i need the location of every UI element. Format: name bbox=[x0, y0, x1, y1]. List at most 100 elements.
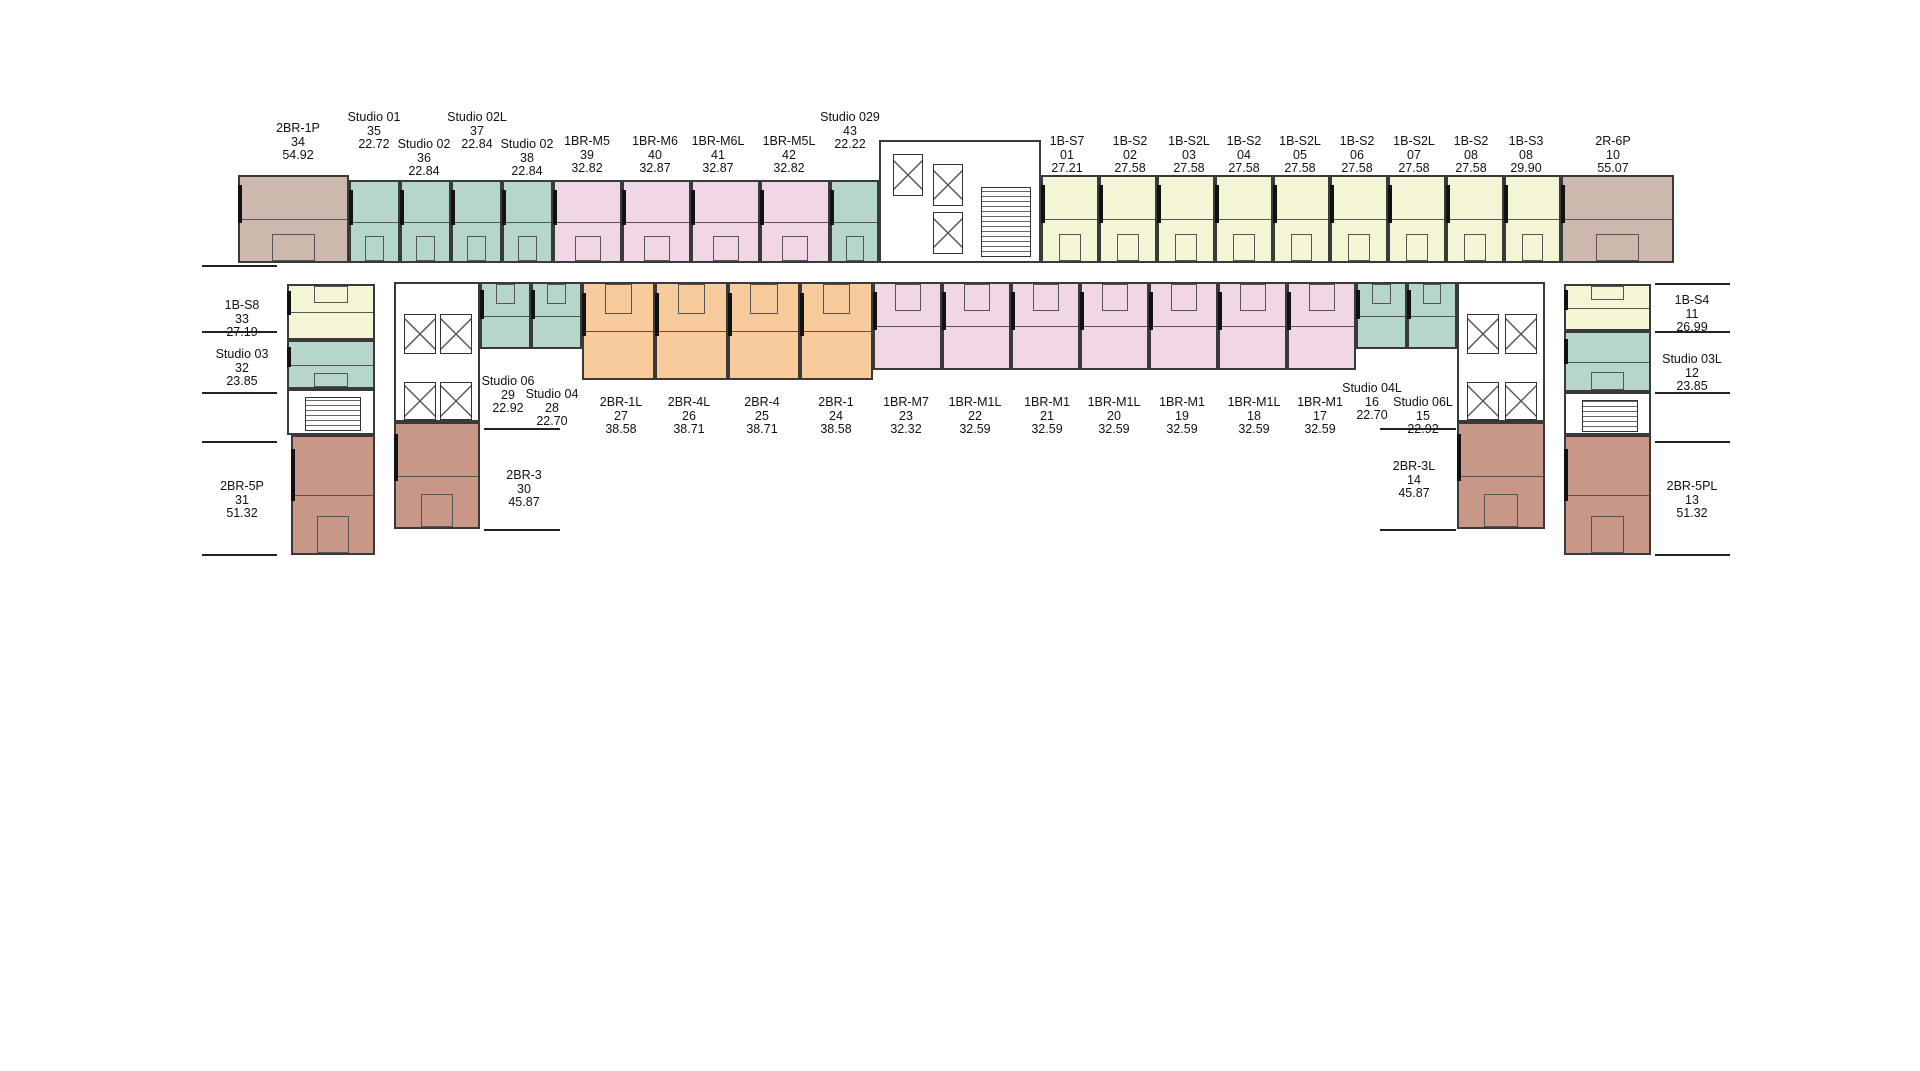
unit-type: 1BR-M6L bbox=[691, 134, 745, 148]
unit-14-2br-3l[interactable] bbox=[1457, 422, 1545, 529]
unit-18-1br-m1l[interactable] bbox=[1218, 282, 1287, 370]
unit-39-1br-m5[interactable] bbox=[553, 180, 622, 263]
room-partition bbox=[1159, 219, 1213, 220]
room-partition bbox=[1566, 495, 1649, 496]
unit-05-1b-s2l[interactable] bbox=[1273, 175, 1330, 263]
unit-29-studio-06[interactable] bbox=[480, 282, 531, 349]
party-wall bbox=[655, 293, 659, 336]
room-partition bbox=[289, 364, 373, 366]
unit-01-1b-s7[interactable] bbox=[1041, 175, 1099, 263]
unit-02-1b-s2[interactable] bbox=[1099, 175, 1157, 263]
unit-25-2br-4[interactable] bbox=[728, 282, 800, 380]
party-wall bbox=[1041, 185, 1045, 224]
party-wall bbox=[1215, 185, 1219, 224]
unit-06-1b-s2[interactable] bbox=[1330, 175, 1388, 263]
unit-20-1br-m1l[interactable] bbox=[1080, 282, 1149, 370]
unit-28-studio-04[interactable] bbox=[531, 282, 582, 349]
unit-33-1b-s8[interactable] bbox=[287, 284, 375, 340]
unit-26-2br-4l[interactable] bbox=[655, 282, 728, 380]
unit-number: 06 bbox=[1350, 147, 1364, 162]
unit-number: 38 bbox=[520, 150, 534, 165]
party-wall bbox=[1330, 185, 1334, 224]
unit-35-studio-01[interactable] bbox=[349, 180, 400, 263]
unit-10-2r-6p[interactable] bbox=[1561, 175, 1674, 263]
room-partition bbox=[1151, 326, 1216, 327]
unit-34-2br-1p[interactable] bbox=[238, 175, 349, 263]
unit-number: 36 bbox=[417, 150, 431, 165]
bathroom bbox=[712, 235, 739, 261]
unit-number: 04 bbox=[1237, 147, 1251, 162]
unit-area: 22.72 bbox=[358, 137, 390, 151]
unit-11-1b-s4[interactable] bbox=[1564, 284, 1651, 331]
unit-41-1br-m6l[interactable] bbox=[691, 180, 760, 263]
party-wall bbox=[1011, 292, 1015, 331]
unit-31-2br-5p[interactable] bbox=[291, 435, 375, 555]
room-partition bbox=[293, 495, 373, 496]
room-partition bbox=[555, 221, 620, 223]
unit-22-1br-m1l[interactable] bbox=[942, 282, 1011, 370]
party-wall bbox=[1457, 434, 1461, 481]
stair-right bbox=[1564, 392, 1651, 435]
unit-30-2br-3[interactable] bbox=[394, 422, 480, 529]
bathroom bbox=[314, 372, 348, 387]
unit-area: 27.58 bbox=[1114, 161, 1146, 175]
unit-24-2br-1[interactable] bbox=[800, 282, 873, 380]
unit-07-1b-s2l[interactable] bbox=[1388, 175, 1446, 263]
room-partition bbox=[944, 326, 1009, 327]
room-partition bbox=[453, 221, 500, 223]
unit-number: 10 bbox=[1606, 147, 1620, 162]
unit-32-studio-03[interactable] bbox=[287, 340, 375, 389]
unit-04-1b-s2[interactable] bbox=[1215, 175, 1273, 263]
unit-37-studio-02l[interactable] bbox=[451, 180, 502, 263]
unit-area: 23.85 bbox=[1676, 379, 1708, 393]
unit-12-studio-03l[interactable] bbox=[1564, 331, 1651, 392]
unit-label: 1B-S83327.19 bbox=[225, 298, 260, 340]
unit-21-1br-m1[interactable] bbox=[1011, 282, 1080, 370]
party-wall bbox=[553, 189, 557, 226]
room-partition bbox=[1459, 475, 1543, 477]
unit-08-1b-s2[interactable] bbox=[1446, 175, 1504, 263]
unit-08-1b-s3[interactable] bbox=[1504, 175, 1561, 263]
unit-42-1br-m5l[interactable] bbox=[760, 180, 830, 263]
unit-27-2br-1l[interactable] bbox=[582, 282, 655, 380]
unit-43-studio-029[interactable] bbox=[830, 180, 879, 263]
unit-number: 22 bbox=[968, 408, 982, 423]
unit-16-studio-04l[interactable] bbox=[1356, 282, 1407, 349]
room-partition bbox=[1217, 219, 1271, 220]
unit-13-2br-5pl[interactable] bbox=[1564, 435, 1651, 555]
unit-area: 32.87 bbox=[639, 161, 671, 175]
party-wall bbox=[728, 293, 732, 336]
unit-area: 45.87 bbox=[1398, 486, 1430, 500]
unit-area: 27.58 bbox=[1228, 161, 1260, 175]
room-partition bbox=[802, 331, 871, 332]
unit-38-studio-02[interactable] bbox=[502, 180, 553, 263]
bathroom bbox=[1590, 371, 1625, 390]
unit-label: Studio 06L1522.92 bbox=[1393, 395, 1453, 437]
unit-15-studio-06l[interactable] bbox=[1407, 282, 1457, 349]
unit-17-1br-m1[interactable] bbox=[1287, 282, 1356, 370]
unit-23-1br-m7[interactable] bbox=[873, 282, 942, 370]
unit-40-1br-m6[interactable] bbox=[622, 180, 691, 263]
bathroom bbox=[317, 515, 349, 553]
bathroom bbox=[272, 234, 315, 261]
room-partition bbox=[351, 221, 398, 223]
bathroom bbox=[1422, 284, 1442, 305]
elevator-icon bbox=[1505, 314, 1537, 354]
stairs-icon bbox=[1582, 400, 1638, 432]
bathroom bbox=[677, 284, 706, 315]
core-left bbox=[394, 282, 480, 422]
unit-number: 35 bbox=[367, 123, 381, 138]
unit-19-1br-m1[interactable] bbox=[1149, 282, 1218, 370]
unit-36-studio-02[interactable] bbox=[400, 180, 451, 263]
unit-type: Studio 029 bbox=[820, 110, 880, 124]
party-wall bbox=[238, 185, 242, 224]
unit-type: 2BR-1L bbox=[599, 395, 643, 409]
unit-03-1b-s2l[interactable] bbox=[1157, 175, 1215, 263]
